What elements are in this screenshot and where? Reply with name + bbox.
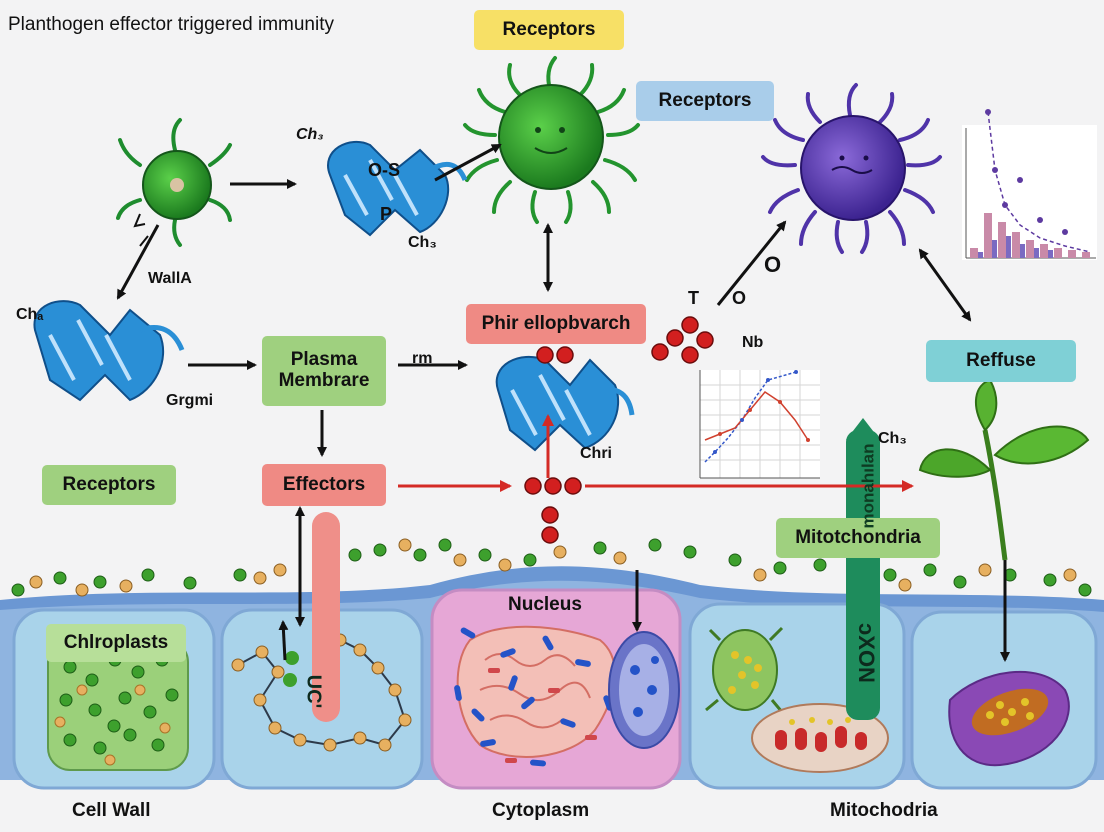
receptors-box-left: Receptors bbox=[42, 465, 176, 505]
mini-bar-chart bbox=[962, 109, 1097, 260]
diagram-title: Planthogen effector triggered immunity bbox=[8, 14, 334, 35]
p-label: P bbox=[380, 204, 393, 224]
t-label: T bbox=[688, 288, 699, 308]
flow-arrows bbox=[116, 143, 1010, 662]
ch-label-left: Chₐ bbox=[16, 306, 44, 323]
os-label: O-S bbox=[368, 160, 401, 180]
mitochondria-caption: Mitochodria bbox=[830, 800, 938, 821]
teal-vertical-label-top: monahılan bbox=[858, 443, 878, 529]
teal-vertical-label-bottom: ɔXON bbox=[853, 623, 879, 683]
cell-wall-caption: Cell Wall bbox=[72, 800, 151, 821]
rm-label: rm bbox=[412, 350, 433, 367]
chloroplasts-label: Chlroplasts bbox=[46, 624, 186, 662]
mitochondria-box: Mitotchondria bbox=[776, 518, 940, 558]
protein-structure-center bbox=[495, 355, 635, 452]
nucleus-label: Nucleus bbox=[508, 594, 582, 615]
grgmi-label: Grgmi bbox=[166, 392, 214, 409]
red-signal-arrows bbox=[398, 414, 914, 492]
phir-box: Phir ellopbvarch bbox=[466, 304, 646, 344]
teal-channel-bar bbox=[846, 430, 880, 720]
effectors-box: Effectors bbox=[262, 464, 386, 506]
purple-receptor-cell bbox=[761, 83, 942, 254]
nb-label: Nb bbox=[742, 334, 764, 351]
chri-label: Chri bbox=[580, 445, 612, 462]
o-small-label: O bbox=[732, 288, 747, 308]
plasma-membrane-box: Plasma Membrare bbox=[262, 336, 386, 406]
mini-line-chart bbox=[699, 370, 820, 479]
ch3-label-top: Ch₃ bbox=[296, 126, 324, 143]
cytoplasm-caption: Cytoplasm bbox=[492, 800, 590, 821]
green-receptor-cell bbox=[463, 56, 640, 224]
red-bead-clusters bbox=[524, 316, 714, 544]
protein-structure-top bbox=[327, 140, 468, 237]
pink-channel-bar bbox=[312, 512, 340, 722]
receptors-box-right: Receptors bbox=[636, 81, 774, 121]
ch3-label-mid: Ch₃ bbox=[408, 234, 437, 251]
ucc-vertical-label: UC' bbox=[302, 674, 325, 709]
o-big-label: O bbox=[764, 252, 782, 277]
refuse-box: Reffuse bbox=[926, 340, 1076, 382]
plant-seedling bbox=[918, 378, 1090, 561]
small-green-pathogen bbox=[116, 118, 232, 247]
walla-label: WallA bbox=[148, 270, 192, 287]
ch3-label-right: Ch₃ bbox=[878, 430, 907, 447]
receptors-box-top: Receptors bbox=[474, 10, 624, 50]
cell-layer bbox=[0, 566, 1104, 832]
protein-structure-left bbox=[33, 300, 185, 402]
membrane-beads bbox=[11, 538, 1092, 597]
